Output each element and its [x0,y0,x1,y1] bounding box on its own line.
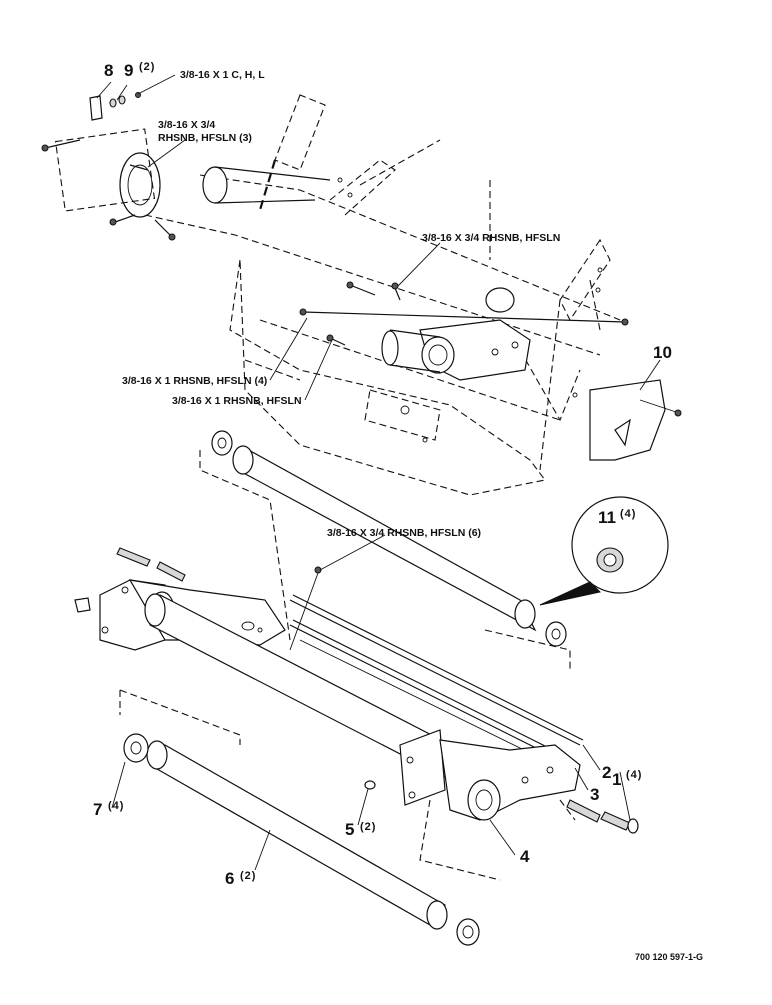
callout-number: 1 [612,770,621,789]
callout-qty: (2) [139,61,155,73]
callout-qty: (2) [360,821,376,833]
part-5-fitting [364,780,376,790]
callout-qty: (4) [626,769,642,781]
callout-number: 9 [124,61,133,80]
callout-qty: (2) [240,870,256,882]
callout-qty: (4) [108,800,124,812]
callout-number: 11 [598,508,616,527]
callout-qty: (4) [620,508,636,520]
callout-number: 10 [653,343,672,362]
detail-bubble [539,496,669,606]
note-text: RHSNB, HFSLN (3) [158,132,252,144]
note-text: 3/8-16 X 3/4 RHSNB, HFSLN [422,232,560,244]
hardware-note-3: 3/8-16 X 3/4 RHSNB, HFSLN [422,232,560,244]
callout-11: 11 (4) [598,508,636,527]
callout-6: 6 (2) [225,869,256,888]
callout-5: 5 (2) [345,820,376,839]
hardware-note-6: 3/8-16 X 3/4 RHSNB, HFSLN (6) [327,527,481,539]
upper-frame-phantom [229,94,611,496]
callout-7: 7 (4) [93,800,124,819]
hardware-note-2: 3/8-16 X 3/4 RHSNB, HFSLN (3) [158,119,252,144]
part-4-bearing-bracket [399,729,581,881]
lower-left-bolts [116,547,322,651]
callout-number: 7 [93,800,102,819]
upper-bolts [41,139,629,346]
part-1-bolts [566,799,639,834]
note-text: 3/8-16 X 1 C, H, L [180,69,265,81]
callout-2: 2 [602,763,611,782]
leader-lines [96,74,661,871]
upper-roller-phantom [54,128,621,356]
hardware-note-5: 3/8-16 X 1 RHSNB, HFSLN [172,395,302,407]
callout-number: 4 [520,847,530,866]
callout-8: 8 [104,61,113,80]
callout-3: 3 [590,785,599,804]
hardware-note-4: 3/8-16 X 1 RHSNB, HFSLN (4) [122,375,267,387]
callout-number: 5 [345,820,354,839]
lower-upper-roller [199,430,571,670]
drawing-reference: 700 120 597-1-G [635,952,703,962]
callout-4: 4 [520,847,530,866]
callout-number: 6 [225,869,234,888]
callout-number: 8 [104,61,113,80]
upper-bearing-assembly [381,287,531,381]
note-text: 3/8-16 X 3/4 [158,119,215,131]
part-8-9-hardware [89,92,141,121]
callout-1: 1 (4) [612,769,642,789]
callout-10: 10 [653,343,672,362]
callout-number: 2 [602,763,611,782]
part-6-bottom-roller [119,689,480,946]
part-10-shield [589,379,682,461]
note-text: 3/8-16 X 1 RHSNB, HFSLN (4) [122,375,267,387]
callout-9: 9 (2) [124,61,155,80]
hardware-note-1: 3/8-16 X 1 C, H, L [180,69,265,81]
callout-number: 3 [590,785,599,804]
note-text: 3/8-16 X 3/4 RHSNB, HFSLN (6) [327,527,481,539]
note-text: 3/8-16 X 1 RHSNB, HFSLN [172,395,302,407]
